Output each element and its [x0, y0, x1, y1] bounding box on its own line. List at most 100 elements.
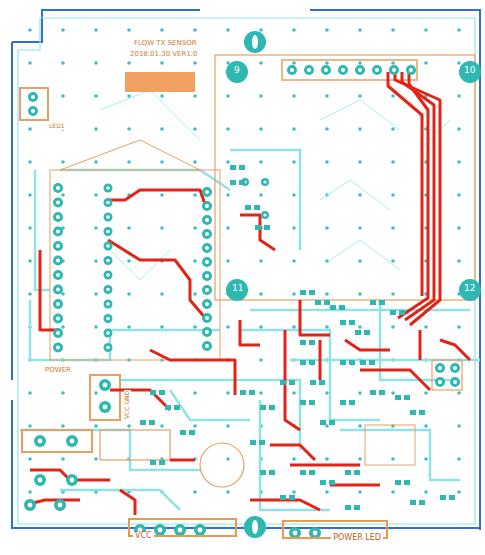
via-dot [325, 259, 329, 263]
via-dot [94, 226, 98, 230]
board-title: FLOW TX SENSOR [133, 40, 198, 48]
pad-dot [28, 106, 38, 116]
via-dot [160, 94, 164, 98]
via-dot [127, 259, 131, 263]
via-dot [193, 325, 197, 329]
via-dot [226, 490, 230, 494]
via-dot [28, 424, 32, 428]
pad-dot [202, 313, 212, 323]
pad-dot [205, 204, 209, 208]
via-dot [457, 391, 461, 395]
via-dot [94, 127, 98, 131]
via-dot [94, 259, 98, 263]
via-dot [193, 160, 197, 164]
module-outline [215, 55, 475, 300]
pad-dot [324, 68, 328, 72]
via-dot [127, 61, 131, 65]
via-dot [61, 160, 65, 164]
via-dot [391, 259, 395, 263]
via-dot [424, 28, 428, 32]
via-dot [292, 292, 296, 296]
pad-dot [53, 270, 63, 280]
pad-dot [453, 366, 457, 370]
pad-dot [53, 241, 63, 251]
via-dot [94, 160, 98, 164]
smd-pad [230, 165, 236, 170]
smd-pad [339, 305, 345, 310]
via-dot [160, 424, 164, 428]
via-dot [28, 391, 32, 395]
smd-pad [395, 395, 401, 400]
pad-dot [392, 68, 396, 72]
smd-pad [309, 470, 315, 475]
smd-pad [370, 390, 376, 395]
smd-pad [150, 460, 156, 465]
pad-dot [106, 273, 110, 277]
smd-pad [180, 430, 186, 435]
pad-dot [389, 65, 399, 75]
pad-dot [53, 256, 63, 266]
hole-number: 9 [233, 66, 241, 76]
via-dot [193, 259, 197, 263]
smd-pad [309, 400, 315, 405]
pad-dot [158, 528, 163, 533]
via-dot [259, 193, 263, 197]
pad-dot [321, 65, 331, 75]
via-dot [226, 94, 230, 98]
pad-dot [372, 65, 382, 75]
smd-pad [300, 290, 306, 295]
via-dot [325, 457, 329, 461]
silkscreen-label: POWER LED [331, 534, 383, 543]
pads [24, 65, 460, 539]
pad-dot [304, 65, 314, 75]
smd-pad [319, 380, 325, 385]
pad-dot [56, 331, 60, 335]
smd-pad [149, 420, 155, 425]
pad-dot [53, 212, 63, 222]
pad-dot [106, 201, 110, 205]
smd-pad [410, 410, 416, 415]
via-dot [358, 193, 362, 197]
via-dot [292, 28, 296, 32]
via-dot [292, 127, 296, 131]
smd-pad [189, 430, 195, 435]
via-dot [226, 259, 230, 263]
smd-pad [364, 330, 370, 335]
via-dot [28, 457, 32, 461]
via-dot [424, 391, 428, 395]
via-dot [424, 490, 428, 494]
smd-pad [449, 495, 455, 500]
via-dot [94, 391, 98, 395]
via-dot [94, 94, 98, 98]
via-dot [358, 457, 362, 461]
pad-dot [104, 227, 113, 236]
pad-dot [38, 439, 43, 444]
part-ref: LED1 [48, 123, 66, 130]
smd-pad [280, 495, 286, 500]
smd-pad [249, 390, 255, 395]
pad-dot [178, 528, 183, 533]
smd-pads [140, 165, 455, 510]
smd-pad [159, 390, 165, 395]
via-dot [28, 61, 32, 65]
connector-footprint: VCC [128, 518, 237, 537]
smd-pad [349, 360, 355, 365]
via-dot [61, 325, 65, 329]
smd-pad [250, 440, 256, 445]
via-dot [292, 193, 296, 197]
via-dot [160, 226, 164, 230]
via-dot [226, 424, 230, 428]
pad-dot [53, 198, 63, 208]
smd-pad [174, 405, 180, 410]
pad-dot [56, 230, 60, 234]
via-dot [127, 226, 131, 230]
smd-pad [310, 380, 316, 385]
via-dot [259, 61, 263, 65]
smd-pad [329, 480, 335, 485]
via-dot [61, 391, 65, 395]
via-dot [292, 226, 296, 230]
pad-dot [106, 288, 110, 292]
pad-dot [106, 259, 110, 263]
pad-dot [450, 363, 460, 373]
